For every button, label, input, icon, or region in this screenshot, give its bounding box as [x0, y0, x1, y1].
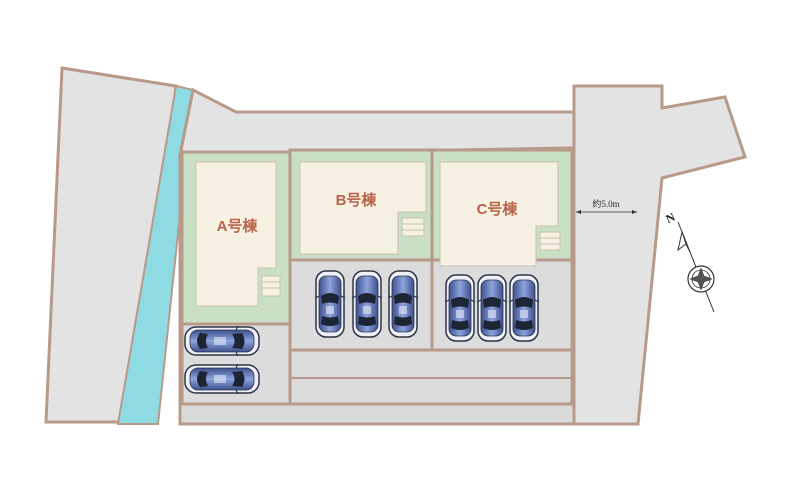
car — [387, 270, 419, 338]
river — [116, 84, 195, 425]
car — [184, 325, 260, 357]
building-b-label: B号棟 — [336, 191, 378, 209]
car — [184, 363, 260, 395]
compass-north-label: N — [663, 210, 677, 226]
building-a — [195, 161, 277, 307]
svg-text:約5.0m: 約5.0m — [592, 198, 619, 209]
car — [444, 274, 476, 342]
building-c-label: C号棟 — [477, 200, 519, 218]
car — [351, 270, 383, 338]
car — [508, 274, 540, 342]
building-b — [299, 161, 427, 255]
car — [314, 270, 346, 338]
top-road — [178, 87, 576, 157]
road-width-dimension: 約5.0m — [576, 198, 637, 214]
building-c — [439, 161, 559, 267]
building-a-label: A号棟 — [217, 217, 259, 235]
north-arrow-icon: N — [663, 210, 715, 313]
right-road — [572, 84, 747, 426]
car — [476, 274, 508, 342]
